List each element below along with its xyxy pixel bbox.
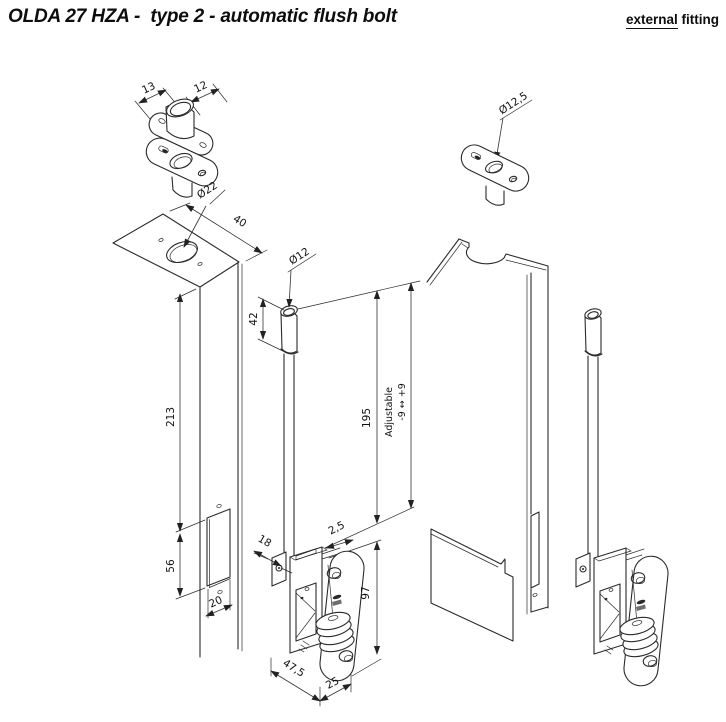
dim-label-plate-w: 25 [324, 675, 341, 692]
dim-label-adjustable: Adjustable [384, 387, 395, 437]
roller-wheel [298, 611, 355, 653]
dim-label-rod-head-len: 42 [248, 312, 260, 325]
brand-mark [636, 599, 646, 611]
rod-dimensions [257, 253, 421, 677]
flush-bolt-rod-right [584, 308, 603, 561]
brand-mark [332, 594, 342, 606]
door-profile-view [426, 238, 549, 642]
dim-label-post-width: 40 [231, 213, 249, 230]
flush-bolt-mechanism-right [575, 547, 669, 687]
dim-label-post-len: 213 [165, 407, 177, 427]
dim-label-plate-len: 97 [360, 586, 372, 599]
dim-label-bushing-bore: 12 [192, 79, 209, 96]
mechanism-dimensions [253, 550, 352, 707]
flush-bolt-mechanism-left [271, 546, 365, 682]
dim-label-keep-hole-dia: Ø12,5 [497, 90, 530, 117]
fitting-highlight: external [625, 12, 678, 29]
page-title: OLDA 27 HZA - type 2 - automatic flush b… [8, 6, 397, 27]
fitting-type-label: external fitting [625, 12, 719, 29]
dim-label-adjust-range: -9 ↔ +9 [397, 383, 408, 420]
roller-wheel [604, 616, 659, 658]
keep-plate-view [460, 99, 533, 206]
bushing-fitting-view [134, 83, 228, 198]
dim-label-total-depth: 47,5 [280, 657, 306, 680]
dim-label-slot-w: 20 [207, 594, 224, 610]
dim-label-bushing-width: 13 [140, 80, 157, 97]
flush-bolt-rod-left [280, 305, 299, 560]
frame-post-view [112, 213, 243, 658]
dim-label-slot-h: 56 [165, 559, 177, 573]
dim-label-rod-len: 195 [361, 408, 373, 428]
post-dimensions [169, 189, 268, 619]
dim-label-rod-dia: Ø12 [287, 246, 312, 268]
dimension-labels: 13 12 Ø22 40 Ø12 42 213 195 Adjustable -… [140, 79, 530, 692]
fitting-rest: fitting [677, 12, 719, 27]
dim-label-body-depth: 18 [256, 533, 274, 550]
dim-label-plate-gap: 2,5 [326, 519, 346, 537]
